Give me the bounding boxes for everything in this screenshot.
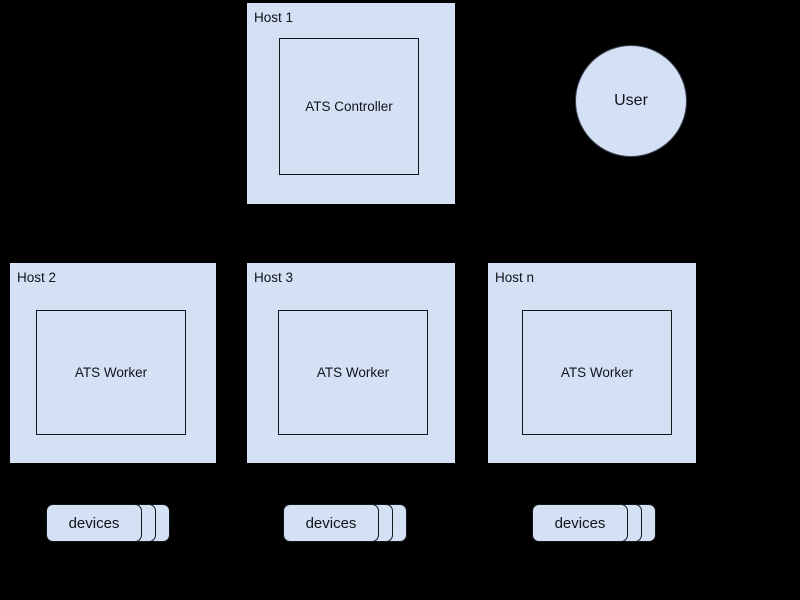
ats-worker-label-host-n: ATS Worker	[560, 364, 634, 380]
devices-label-host-2: devices	[68, 514, 120, 532]
ats-worker-label-host-3: ATS Worker	[316, 364, 390, 380]
devices-stack-host-n[interactable]: devices	[532, 504, 656, 542]
host-3-container[interactable]: Host 3 ATS Worker	[247, 263, 455, 463]
host-1-label: Host 1	[254, 10, 294, 25]
ats-worker-box-host-3[interactable]: ATS Worker	[278, 310, 428, 435]
devices-label-host-n: devices	[554, 514, 606, 532]
host-n-label: Host n	[495, 270, 535, 285]
ats-worker-label-host-2: ATS Worker	[74, 364, 148, 380]
host-n-container[interactable]: Host n ATS Worker	[488, 263, 696, 463]
devices-card-front[interactable]: devices	[283, 504, 379, 542]
ats-worker-box-host-2[interactable]: ATS Worker	[36, 310, 186, 435]
devices-label-host-3: devices	[305, 514, 357, 532]
devices-stack-host-3[interactable]: devices	[283, 504, 407, 542]
host-2-container[interactable]: Host 2 ATS Worker	[10, 263, 216, 463]
user-actor-label: User	[614, 92, 648, 109]
user-actor-circle[interactable]: User	[575, 45, 687, 157]
ats-worker-box-host-n[interactable]: ATS Worker	[522, 310, 672, 435]
ats-controller-box[interactable]: ATS Controller	[279, 38, 419, 175]
host-3-label: Host 3	[254, 270, 294, 285]
host-2-label: Host 2	[17, 270, 57, 285]
devices-card-front[interactable]: devices	[532, 504, 628, 542]
ats-controller-label: ATS Controller	[305, 98, 393, 114]
devices-stack-host-2[interactable]: devices	[46, 504, 170, 542]
devices-card-front[interactable]: devices	[46, 504, 142, 542]
host-1-container[interactable]: Host 1 ATS Controller	[247, 3, 455, 204]
